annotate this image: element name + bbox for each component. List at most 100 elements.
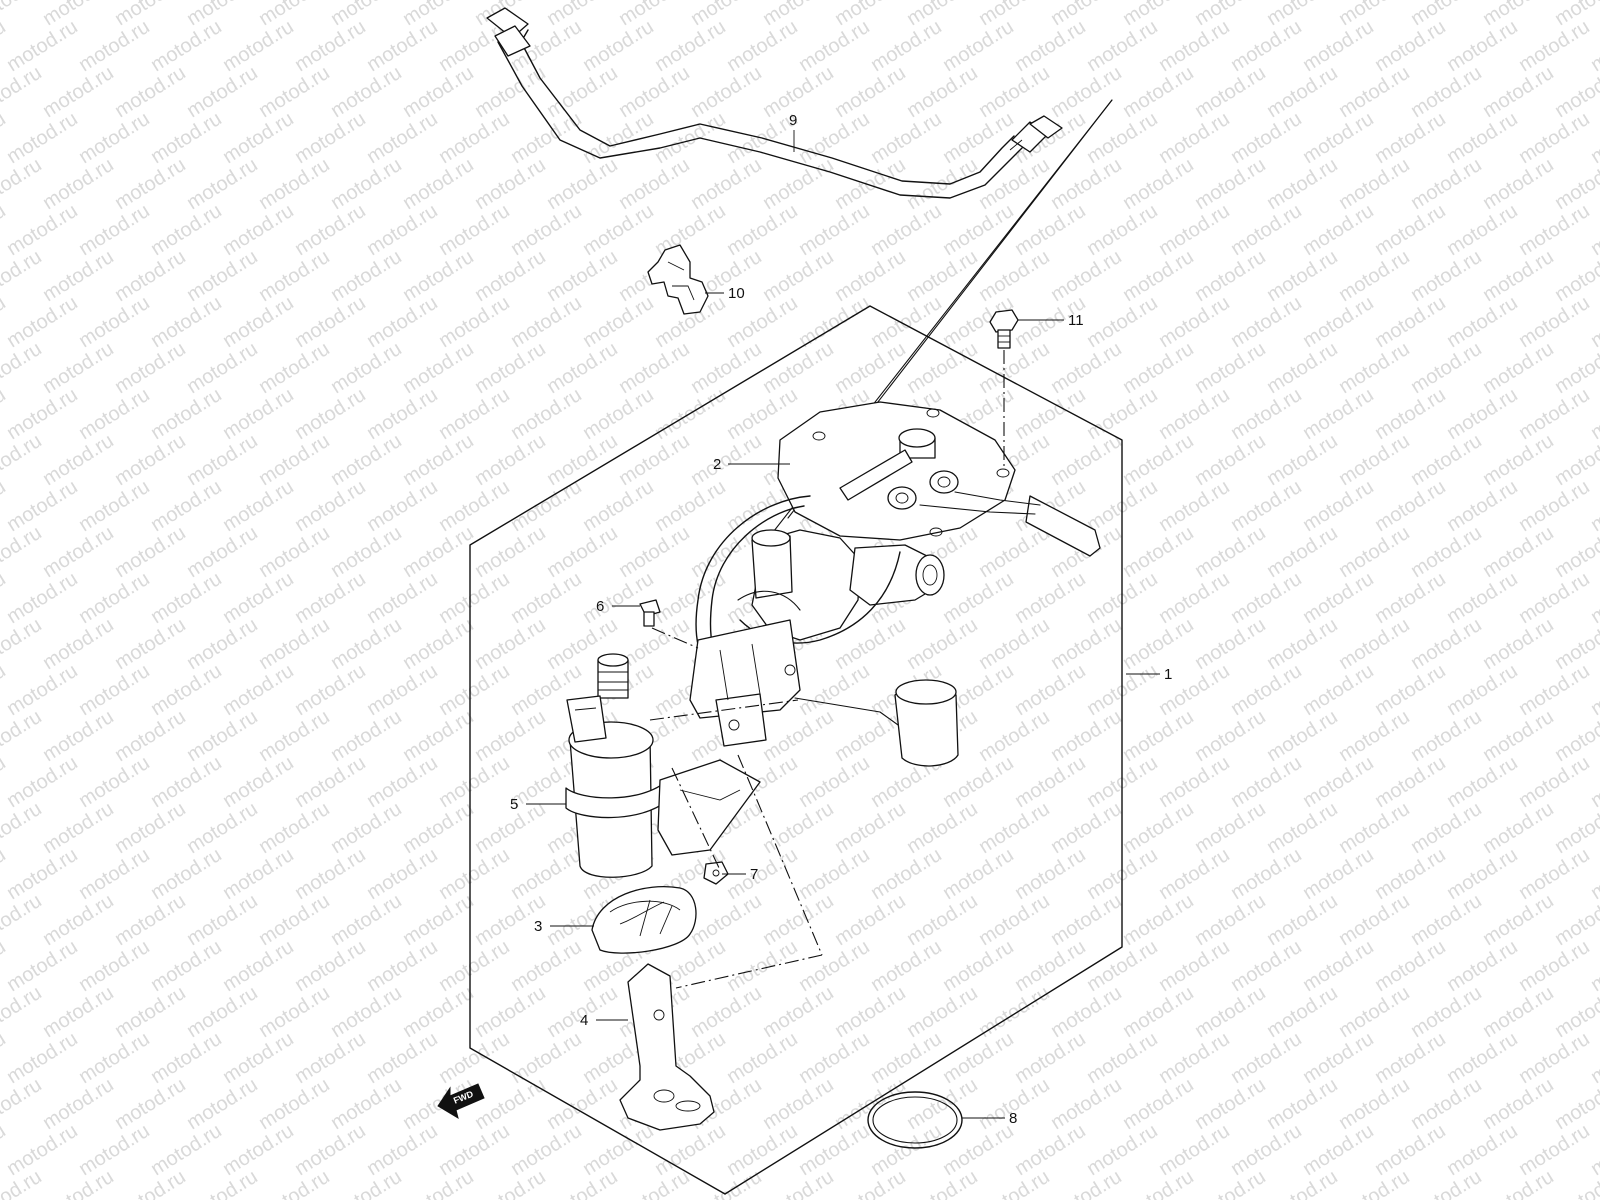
watermark-text: motod.ru — [795, 1120, 874, 1180]
watermark-text: motod.ru — [1335, 246, 1414, 306]
watermark-text: motod.ru — [1191, 614, 1270, 674]
watermark-text: motod.ru — [1335, 0, 1414, 30]
watermark-text: motod.ru — [111, 1074, 190, 1134]
watermark-text: motod.ru — [1407, 0, 1486, 30]
watermark-text: motod.ru — [327, 430, 406, 490]
watermark-text: motod.ru — [255, 890, 334, 950]
watermark-text: motod.ru — [0, 982, 46, 1042]
watermark-text: motod.ru — [1443, 476, 1522, 536]
watermark-text: motod.ru — [363, 1120, 442, 1180]
watermark-text: motod.ru — [1587, 1028, 1600, 1088]
watermark-text: motod.ru — [759, 338, 838, 398]
callout-2: 2 — [713, 456, 721, 473]
watermark-text: motod.ru — [831, 890, 910, 950]
watermark-text: motod.ru — [1515, 476, 1594, 536]
watermark-text: motod.ru — [1263, 154, 1342, 214]
watermark-text: motod.ru — [1407, 522, 1486, 582]
watermark-text: motod.ru — [327, 614, 406, 674]
watermark-text: motod.ru — [147, 936, 226, 996]
watermark-text: motod.ru — [471, 154, 550, 214]
watermark-text: motod.ru — [543, 1074, 622, 1134]
watermark-text: motod.ru — [1587, 16, 1600, 76]
watermark-text: motod.ru — [471, 246, 550, 306]
watermark-text: motod.ru — [579, 384, 658, 444]
watermark-text: motod.ru — [1335, 154, 1414, 214]
watermark-text: motod.ru — [1479, 1074, 1558, 1134]
watermark-text: motod.ru — [1047, 154, 1126, 214]
watermark-text: motod.ru — [147, 292, 226, 352]
watermark-text: motod.ru — [795, 1028, 874, 1088]
watermark-text: motod.ru — [615, 522, 694, 582]
watermark-text: motod.ru — [939, 1120, 1018, 1180]
watermark-text: motod.ru — [1155, 292, 1234, 352]
watermark-text: motod.ru — [1479, 982, 1558, 1042]
watermark-text: motod.ru — [543, 338, 622, 398]
watermark-text: motod.ru — [1263, 614, 1342, 674]
watermark-text: motod.ru — [1407, 982, 1486, 1042]
watermark-text: motod.ru — [1335, 798, 1414, 858]
fuel-pump-assembly-outline-part-1 — [469, 305, 1123, 1195]
cushion-part-3 — [591, 886, 697, 954]
watermark-text: motod.ru — [1011, 936, 1090, 996]
watermark-text: motod.ru — [795, 936, 874, 996]
watermark-text: motod.ru — [1587, 476, 1600, 536]
watermark-text: motod.ru — [183, 0, 262, 30]
watermark-text: motod.ru — [651, 200, 730, 260]
watermark-text: motod.ru — [1263, 890, 1342, 950]
watermark-text: motod.ru — [1119, 706, 1198, 766]
watermark-text: motod.ru — [399, 0, 478, 30]
watermark-text: motod.ru — [615, 430, 694, 490]
watermark-text: motod.ru — [975, 798, 1054, 858]
watermark-text: motod.ru — [759, 982, 838, 1042]
watermark-text: motod.ru — [1227, 660, 1306, 720]
watermark-text: motod.ru — [147, 1028, 226, 1088]
watermark-text: motod.ru — [183, 706, 262, 766]
watermark-text: motod.ru — [867, 108, 946, 168]
watermark-text: motod.ru — [39, 154, 118, 214]
watermark-text: motod.ru — [1119, 522, 1198, 582]
callout-7: 7 — [750, 866, 758, 883]
watermark-text: motod.ru — [219, 1120, 298, 1180]
watermark-text: motod.ru — [1515, 844, 1594, 904]
watermark-text: motod.ru — [1371, 1120, 1450, 1180]
watermark-text: motod.ru — [975, 62, 1054, 122]
watermark-text: motod.ru — [867, 200, 946, 260]
watermark-text: motod.ru — [1443, 844, 1522, 904]
o-ring-part-8 — [867, 1091, 963, 1149]
watermark-text: motod.ru — [1083, 292, 1162, 352]
watermark-text: motod.ru — [3, 16, 82, 76]
watermark-text: motod.ru — [1011, 1028, 1090, 1088]
watermark-text: motod.ru — [615, 338, 694, 398]
watermark-text: motod.ru — [111, 338, 190, 398]
watermark-text: motod.ru — [1443, 200, 1522, 260]
watermark-text: motod.ru — [0, 890, 46, 950]
watermark-text: motod.ru — [831, 982, 910, 1042]
watermark-text: motod.ru — [1155, 844, 1234, 904]
watermark-text: motod.ru — [75, 1120, 154, 1180]
watermark-text: motod.ru — [1191, 982, 1270, 1042]
watermark-text: motod.ru — [1119, 1074, 1198, 1134]
watermark-text: motod.ru — [291, 568, 370, 628]
watermark-text: motod.ru — [1155, 568, 1234, 628]
watermark-text: motod.ru — [1119, 0, 1198, 30]
watermark-text: motod.ru — [147, 1120, 226, 1180]
watermark-text: motod.ru — [795, 16, 874, 76]
watermark-text: motod.ru — [1227, 16, 1306, 76]
watermark-text: motod.ru — [1299, 384, 1378, 444]
watermark-text: motod.ru — [435, 752, 514, 812]
fwd-arrow-icon: FWD — [437, 1083, 485, 1120]
watermark-text: motod.ru — [75, 660, 154, 720]
watermark-text: motod.ru — [759, 1166, 838, 1200]
watermark-text: motod.ru — [111, 430, 190, 490]
watermark-text: motod.ru — [615, 1166, 694, 1200]
watermark-text: motod.ru — [435, 292, 514, 352]
watermark-text: motod.ru — [1191, 154, 1270, 214]
watermark-text: motod.ru — [687, 62, 766, 122]
watermark-text: motod.ru — [1047, 430, 1126, 490]
watermark-text: motod.ru — [1227, 384, 1306, 444]
watermark-text: motod.ru — [1479, 62, 1558, 122]
watermark-text: motod.ru — [471, 614, 550, 674]
watermark-text: motod.ru — [939, 844, 1018, 904]
watermark-text: motod.ru — [1191, 62, 1270, 122]
watermark-text: motod.ru — [399, 338, 478, 398]
